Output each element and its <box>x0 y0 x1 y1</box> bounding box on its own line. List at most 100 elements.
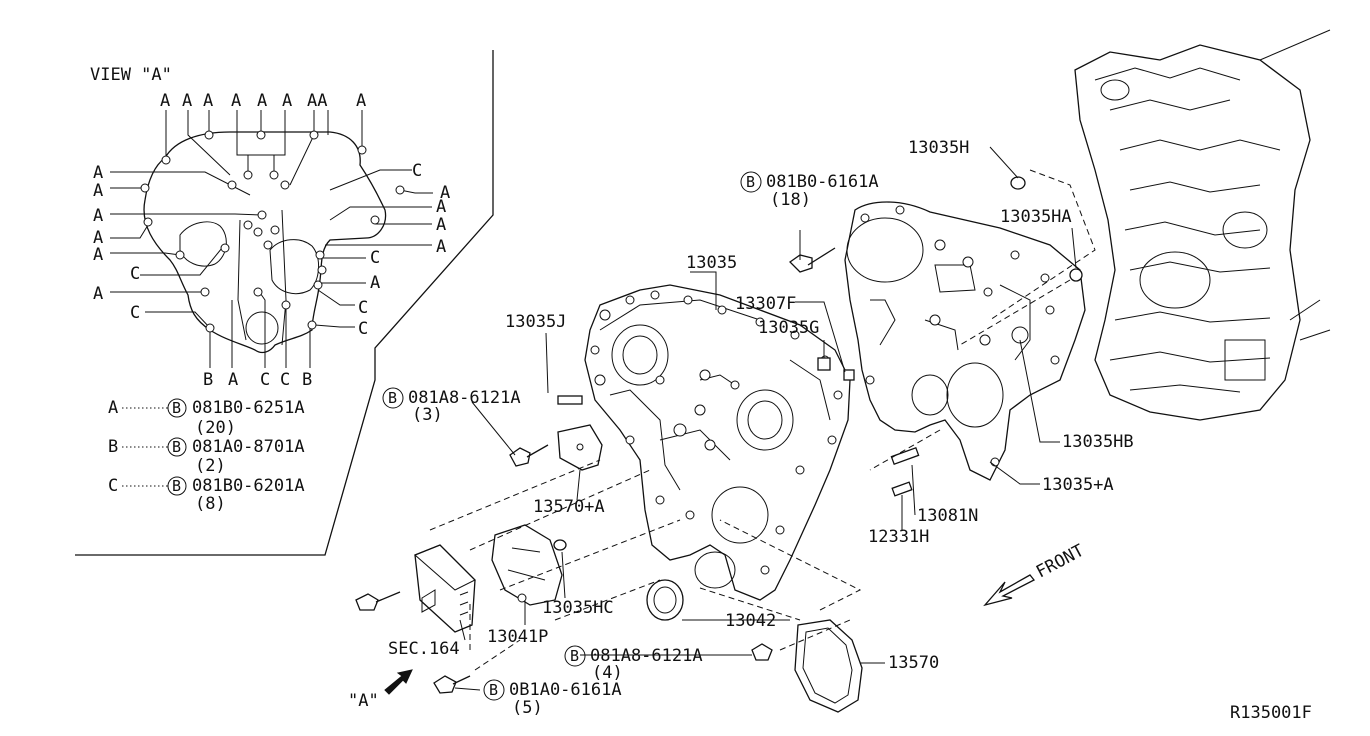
inset-letter: C <box>130 264 140 284</box>
legend-qty: (2) <box>195 456 226 476</box>
bolt-b-symbol-icon <box>167 476 187 496</box>
inset-letter: A <box>182 91 192 111</box>
bolt-b-symbol-icon <box>483 679 505 701</box>
label-13081n: 13081N <box>917 506 978 526</box>
label-13035ha: 13035HA <box>1000 207 1072 227</box>
inset-legend: A B 081B0-6251A (20) B B 081A0-8701A (2)… <box>108 398 305 514</box>
label-13035hc: 13035HC <box>542 598 614 618</box>
oring-13035hc <box>553 539 567 551</box>
front-direction: FRONT <box>983 541 1088 607</box>
inset-title: VIEW "A" <box>90 65 172 85</box>
inset-letter: C <box>280 370 290 390</box>
inset-letter: A <box>436 197 446 217</box>
bolt-qty: (4) <box>592 663 623 683</box>
inset-top-letters: A A A A A A AA A <box>160 91 366 111</box>
label-view-a: "A" <box>348 691 379 711</box>
bolt-b-letter: B <box>172 438 181 456</box>
inset-cover-outline <box>143 131 387 354</box>
inset-letter: A <box>93 181 103 201</box>
inset-letter: A <box>436 237 446 257</box>
label-13035hb: 13035HB <box>1062 432 1134 452</box>
inset-letter: A <box>203 91 213 111</box>
inset-letter: C <box>412 161 422 181</box>
bolt-b-symbol-icon <box>167 437 187 457</box>
label-13570a: 13570+A <box>533 497 605 517</box>
reference-code: R135001F <box>1230 703 1312 723</box>
callout-leaders <box>454 146 1077 691</box>
legend-part: 081B0-6201A <box>192 476 305 496</box>
label-13035: 13035 <box>686 253 737 273</box>
inset-letter: A <box>257 91 267 111</box>
inset-letter: A <box>356 91 366 111</box>
bolt-b-symbol-icon <box>167 398 187 418</box>
legend-part: 081B0-6251A <box>192 398 305 418</box>
label-13035a: 13035+A <box>1042 475 1114 495</box>
legend-part: 081A0-8701A <box>192 437 305 457</box>
label-sec164: SEC.164 <box>388 639 460 659</box>
label-13307f: 13307F <box>735 294 796 314</box>
bolt-qty: (5) <box>512 698 543 718</box>
inset-letter: C <box>358 298 368 318</box>
bolt-part: 081A8-6121A <box>590 646 703 666</box>
inset-bottom-letters: B A C C B <box>203 370 312 390</box>
inset-left-letters: A A A A A C A C <box>93 163 140 323</box>
legend-qty: (20) <box>195 418 236 438</box>
inset-letter: AA <box>307 91 327 111</box>
label-13035j: 13035J <box>505 312 566 332</box>
inset-port-left <box>179 221 227 267</box>
bolt-qty: (18) <box>770 190 811 210</box>
inset-letter: A <box>93 163 103 183</box>
gasket-13570 <box>794 619 863 713</box>
inset-letter: A <box>370 273 380 293</box>
bolt-b-symbol-icon <box>564 645 586 667</box>
inset-leaders <box>110 110 433 368</box>
inset-bolt-holes <box>140 130 405 333</box>
legend-qty: (8) <box>195 494 226 514</box>
inset-letter: C <box>130 303 140 323</box>
legend-key: B <box>108 437 118 457</box>
sec164-module <box>414 544 476 633</box>
label-13042: 13042 <box>725 611 776 631</box>
inset-letter: A <box>436 215 446 235</box>
bolt-b-letter: B <box>388 389 397 407</box>
inset-port-right <box>269 239 319 295</box>
inset-letter: A <box>93 245 103 265</box>
bolt-part: 081B0-6161A <box>766 172 879 192</box>
inset-letter: A <box>228 370 238 390</box>
inset-crank-hole <box>245 311 279 345</box>
inset-letter: A <box>160 91 170 111</box>
bolt-parts <box>355 176 1083 694</box>
inset-letter: C <box>370 248 380 268</box>
inset-right-letters: C A A A A C A C C <box>358 161 450 339</box>
label-13041p: 13041P <box>487 627 548 647</box>
label-12331h: 12331H <box>868 527 929 547</box>
bolt-b-letter: B <box>172 477 181 495</box>
inner-cover-bolt-holes <box>860 205 1060 467</box>
bolt-part: 081A8-6121A <box>408 388 521 408</box>
legend-key: A <box>108 398 118 418</box>
inset-border <box>75 50 494 556</box>
inset-letter: A <box>93 284 103 304</box>
front-arrow-icon <box>983 574 1036 607</box>
bolt-qty: (3) <box>412 405 443 425</box>
inset-letter: C <box>260 370 270 390</box>
inset-inner-lines <box>237 209 287 346</box>
bolt-b-letter: B <box>570 647 579 665</box>
legend-key: C <box>108 476 118 496</box>
engine-block <box>1074 29 1331 421</box>
crank-seal <box>646 579 684 621</box>
bolt-b-symbol-icon <box>382 387 404 409</box>
inset-letter: A <box>282 91 292 111</box>
bolt-part: 0B1A0-6161A <box>509 680 622 700</box>
assembly-lines <box>429 169 1096 671</box>
inset-letter: B <box>302 370 312 390</box>
gasket-13570a <box>557 424 603 471</box>
bolt-callouts: B 081B0-6161A (18) B 081A8-6121A (3) B 0… <box>382 171 879 718</box>
bolt-b-symbol-icon <box>740 171 762 193</box>
inset-letter: A <box>93 206 103 226</box>
view-a-arrow-icon <box>384 669 413 695</box>
inner-timing-cover <box>844 201 1086 481</box>
cover-plate-13041p <box>491 524 563 606</box>
